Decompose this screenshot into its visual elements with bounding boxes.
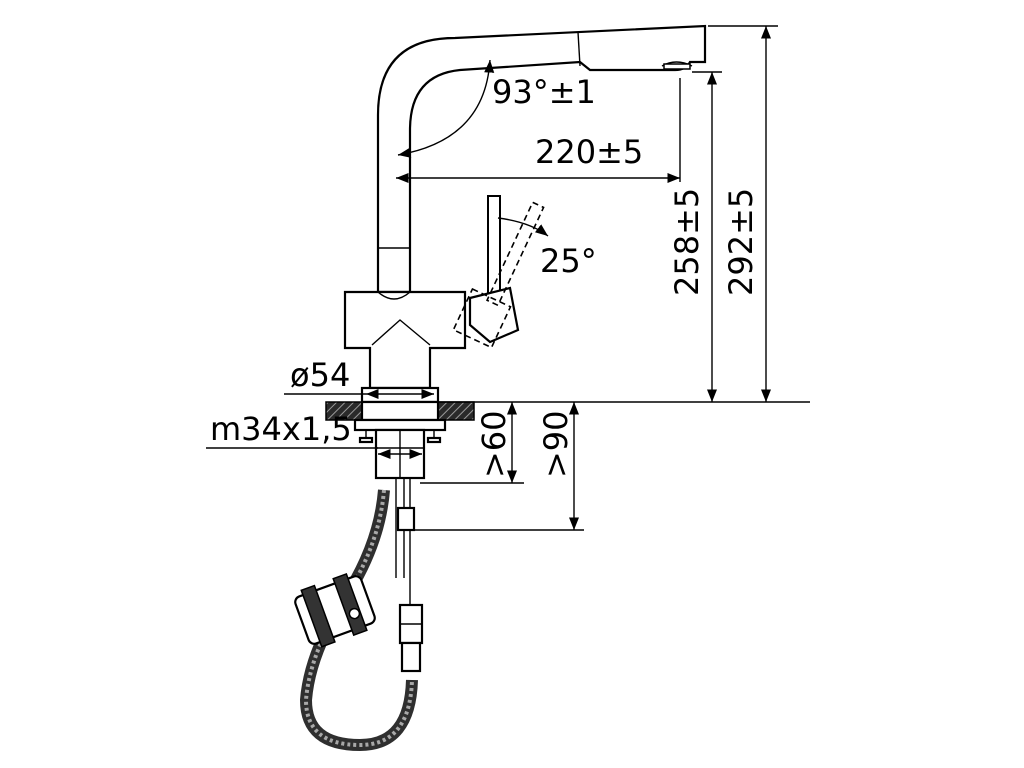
dimension-angle-93: 93°±1 [397,59,596,158]
dimension-lever-25: 25° [497,217,597,280]
outlet-height-label: 258±5 [668,188,706,296]
dimension-depth-90: >90 [414,402,584,531]
dimension-height-292: 292±5 [708,25,778,402]
pullout-hose [294,489,418,752]
dimension-reach-220: 220±5 [396,78,681,184]
dimension-thread: m34x1,5 [206,410,422,460]
lever-angle-label: 25° [540,242,597,280]
spout-reach-label: 220±5 [535,133,643,171]
min-depth-90-label: >90 [537,410,575,478]
base-diameter-label: ø54 [290,356,350,394]
min-depth-60-label: >60 [475,410,513,478]
thread-label: m34x1,5 [210,410,352,448]
supply-pipes [395,478,424,673]
dimension-depth-60: >60 [420,402,524,484]
total-height-label: 292±5 [722,188,760,296]
dimension-diameter-54: ø54 [284,356,434,400]
spout-angle-label: 93°±1 [492,73,596,111]
dimension-height-258: 258±5 [668,71,722,402]
faucet-body [343,290,467,390]
